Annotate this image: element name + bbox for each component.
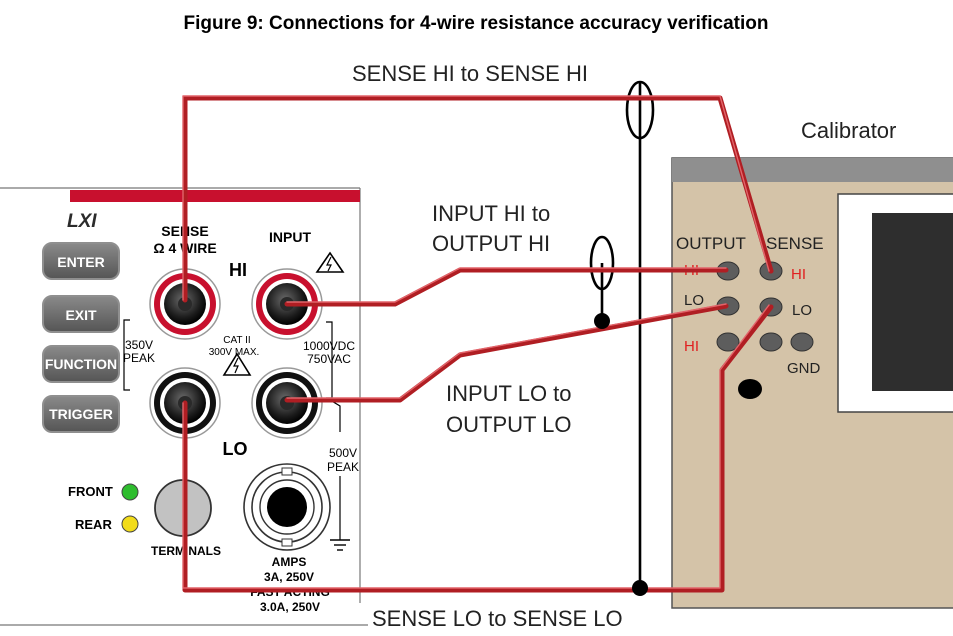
sense-hi-loop — [625, 80, 655, 140]
trigger-button[interactable]: TRIGGER — [42, 395, 120, 433]
hi-label: HI — [229, 260, 247, 280]
calibrator-hi-sense-label: HI — [791, 266, 806, 283]
cat-rating: CAT II — [223, 335, 250, 346]
calibrator: Calibrator OUTPUT SENSE HI LO HI LO HI G… — [671, 118, 953, 609]
calibrator-gnd-jack — [790, 332, 814, 352]
meter-panel-stripe — [70, 190, 360, 202]
rating-350v: 350V — [125, 338, 153, 352]
trigger-button-label: TRIGGER — [49, 406, 113, 422]
lxi-logo: LXI — [67, 211, 97, 232]
fuse-rating: 3.0A, 250V — [260, 600, 320, 614]
calibrator-lo-output-label: LO — [684, 292, 704, 309]
lo-label: LO — [223, 439, 248, 459]
calibrator-output-label: OUTPUT — [676, 234, 746, 253]
figure-title: Figure 9: Connections for 4-wire resista… — [184, 13, 769, 34]
calibrator-hi-lower-label: HI — [684, 338, 699, 355]
front-led — [121, 483, 139, 501]
calibrator-aux-jack — [759, 332, 783, 352]
function-button[interactable]: FUNCTION — [42, 345, 120, 383]
amps-jack — [243, 463, 331, 551]
sense-lo-junction-dot — [632, 580, 648, 596]
calibrator-top-bar — [672, 158, 953, 182]
calibrator-title: Calibrator — [801, 118, 896, 143]
input-lo-connection-label-1: INPUT LO to — [446, 381, 572, 406]
ground-icon — [330, 532, 350, 551]
wire-sense-hi — [182, 95, 774, 303]
rear-label: REAR — [75, 517, 112, 532]
wire-input-lo — [284, 303, 729, 403]
rating-350v-peak: PEAK — [123, 351, 155, 365]
rear-led — [121, 515, 139, 533]
rating-500v-peak: PEAK — [327, 460, 359, 474]
calibrator-ground-post — [738, 379, 762, 399]
wire-input-hi — [284, 267, 729, 307]
input-label: INPUT — [269, 229, 311, 245]
input-hi-loop — [589, 235, 615, 291]
input-junction-dot — [594, 313, 610, 329]
rating-750vac: 750VAC — [307, 352, 351, 366]
sense-lo-connection-label: SENSE LO to SENSE LO — [372, 606, 623, 631]
input-lo-connection-label-2: OUTPUT LO — [446, 412, 572, 437]
enter-button-label: ENTER — [57, 254, 104, 270]
rating-500v: 500V — [329, 446, 357, 460]
calibrator-display — [872, 213, 953, 391]
calibrator-gnd-label: GND — [787, 360, 821, 377]
amps-label: AMPS — [272, 555, 307, 569]
sense-hi-connection-label: SENSE HI to SENSE HI — [352, 61, 588, 86]
rating-1000vdc: 1000VDC — [303, 339, 355, 353]
input-hi-connection-label-2: OUTPUT HI — [432, 231, 550, 256]
front-label: FRONT — [68, 484, 113, 499]
exit-button-label: EXIT — [65, 307, 97, 323]
cat-voltage: 300V MAX. — [209, 347, 260, 358]
wire-sense-lo — [182, 304, 774, 593]
calibrator-sense-label: SENSE — [766, 234, 824, 253]
enter-button[interactable]: ENTER — [42, 242, 120, 280]
calibrator-lo-sense-label: LO — [792, 302, 812, 319]
warning-icon — [315, 251, 345, 273]
bracket-350v — [123, 319, 130, 391]
input-hi-connection-label-1: INPUT HI to — [432, 201, 550, 226]
exit-button[interactable]: EXIT — [42, 295, 120, 333]
calibrator-hi-lower-jack — [716, 332, 740, 352]
amps-rating: 3A, 250V — [264, 570, 314, 584]
warning-icon — [222, 352, 252, 376]
sense-hi-jack — [149, 268, 221, 340]
function-button-label: FUNCTION — [45, 356, 117, 372]
input-lo-jack — [251, 367, 323, 439]
